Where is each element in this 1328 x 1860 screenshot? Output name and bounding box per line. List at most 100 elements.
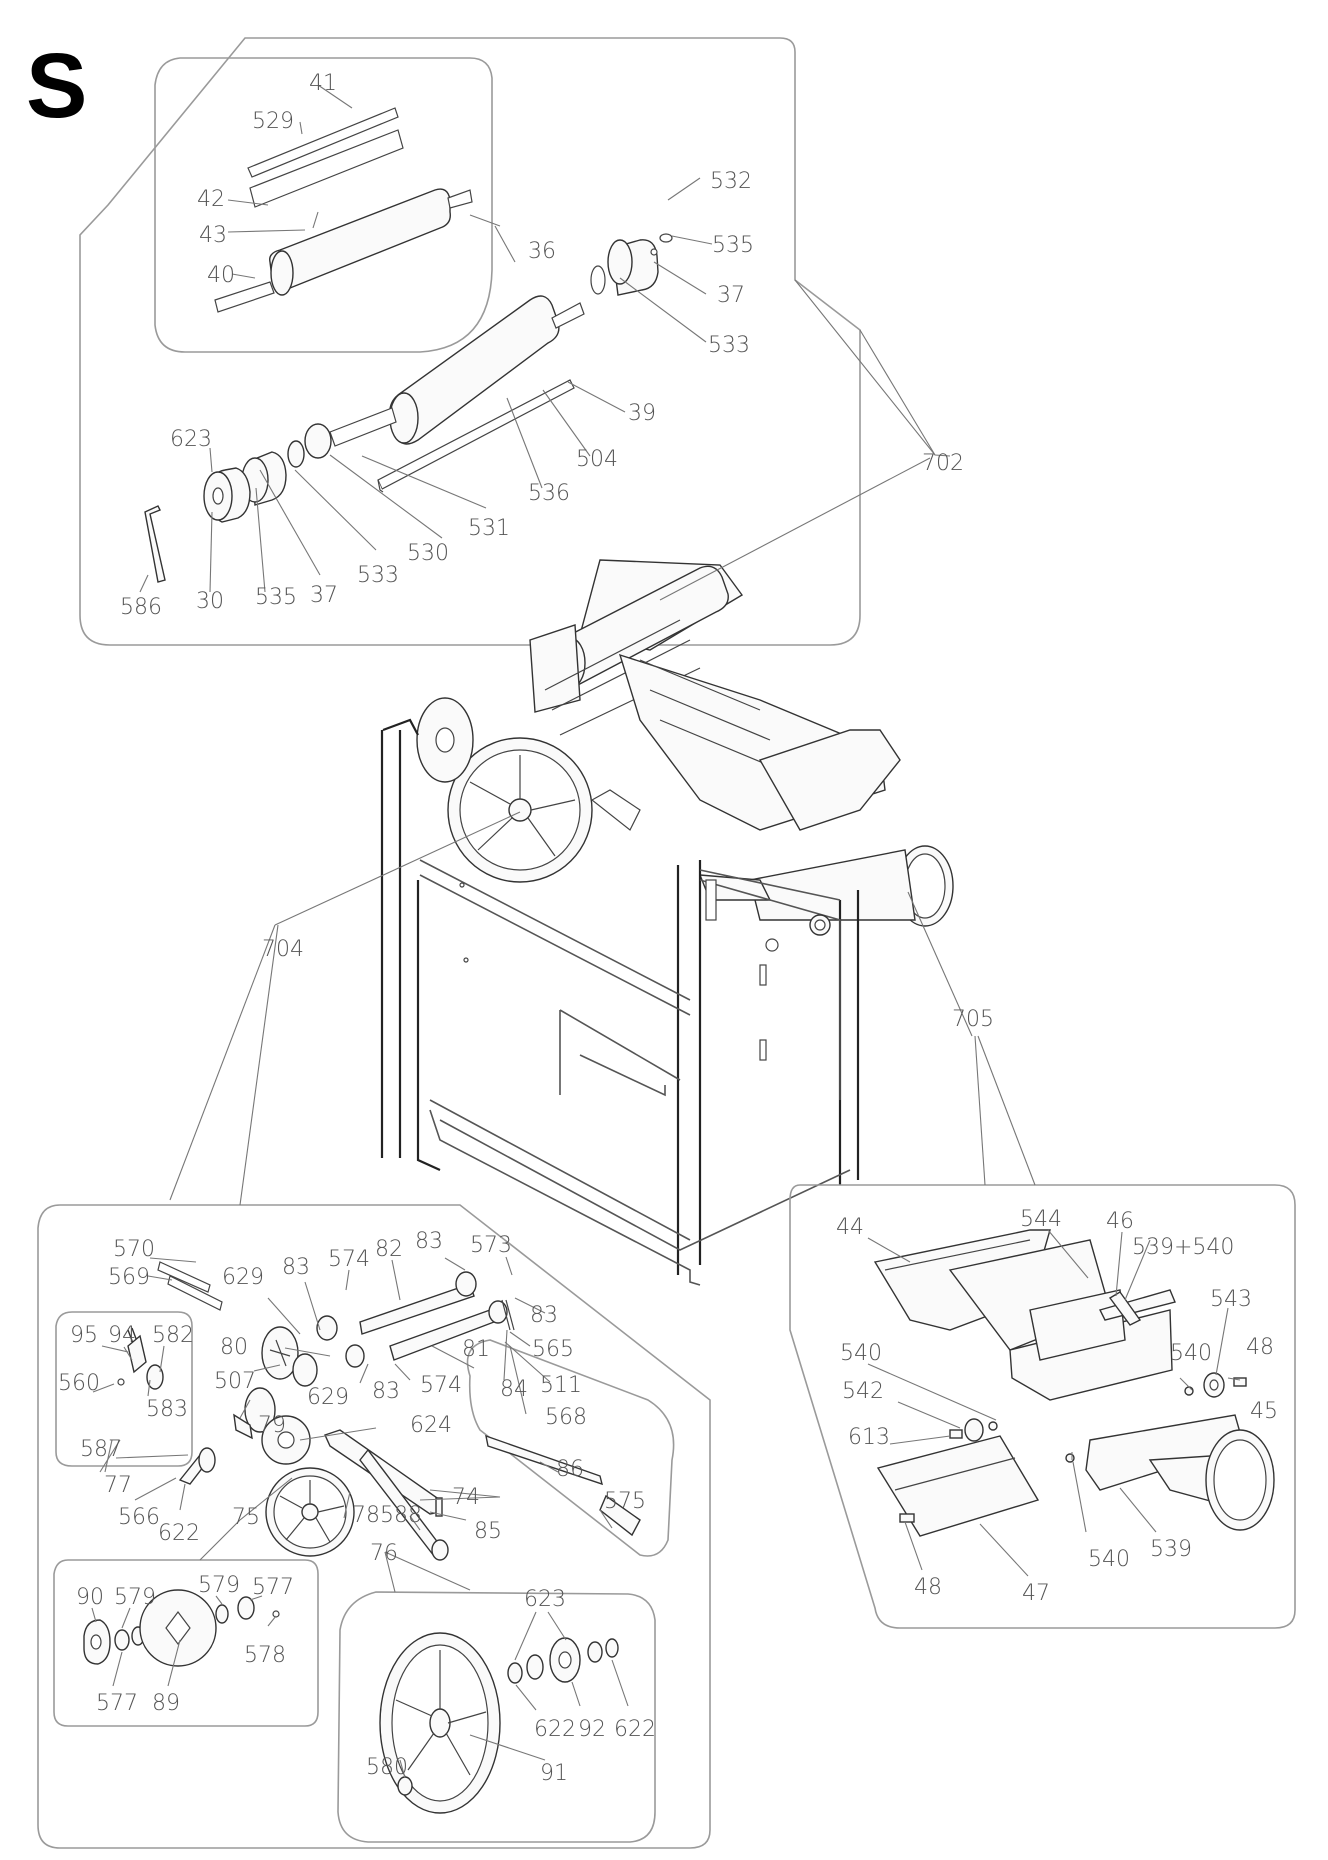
callout-74: 74 bbox=[452, 1485, 480, 1510]
parts-704 bbox=[83, 1261, 641, 1814]
callout-533a: 533 bbox=[708, 333, 750, 358]
dust-hood-frame bbox=[698, 729, 954, 927]
callout-578: 578 bbox=[244, 1643, 286, 1668]
callout-544: 544 bbox=[1020, 1207, 1062, 1232]
bearings-left bbox=[144, 423, 332, 583]
callout-705: 705 bbox=[952, 1007, 994, 1032]
sheet-letter: S bbox=[26, 35, 88, 137]
parts-705 bbox=[873, 1229, 1275, 1537]
callout-83b: 83 bbox=[415, 1229, 443, 1254]
callout-77: 77 bbox=[104, 1473, 132, 1498]
callout-86: 86 bbox=[556, 1457, 584, 1482]
callout-622a: 622 bbox=[158, 1521, 200, 1546]
callout-539-540: 539+540 bbox=[1132, 1235, 1234, 1260]
callout-530: 530 bbox=[407, 541, 449, 566]
callout-76: 76 bbox=[370, 1541, 398, 1566]
callout-48a: 48 bbox=[1246, 1335, 1274, 1360]
callout-82: 82 bbox=[375, 1237, 403, 1262]
callout-37b: 37 bbox=[310, 583, 338, 608]
callout-532: 532 bbox=[710, 169, 752, 194]
callout-37a: 37 bbox=[717, 283, 745, 308]
callout-540a: 540 bbox=[840, 1341, 882, 1366]
callout-75: 75 bbox=[232, 1505, 260, 1530]
callout-529: 529 bbox=[252, 109, 294, 134]
group-702-outline bbox=[79, 37, 861, 646]
callout-540b: 540 bbox=[1170, 1341, 1212, 1366]
callout-533b: 533 bbox=[357, 563, 399, 588]
callout-574a: 574 bbox=[328, 1247, 370, 1272]
callout-89: 89 bbox=[152, 1691, 180, 1716]
callout-583: 583 bbox=[146, 1397, 188, 1422]
callout-42: 42 bbox=[197, 187, 225, 212]
callout-569: 569 bbox=[108, 1265, 150, 1290]
callout-81: 81 bbox=[462, 1337, 490, 1362]
callout-543: 543 bbox=[1210, 1287, 1252, 1312]
callout-79: 79 bbox=[258, 1413, 286, 1438]
callout-83a: 83 bbox=[282, 1255, 310, 1280]
callout-587: 587 bbox=[80, 1437, 122, 1462]
callout-629a: 629 bbox=[222, 1265, 264, 1290]
callout-586: 586 bbox=[120, 595, 162, 620]
callout-48b: 48 bbox=[914, 1575, 942, 1600]
callout-568: 568 bbox=[545, 1405, 587, 1430]
callout-536: 536 bbox=[528, 481, 570, 506]
callout-622c: 622 bbox=[614, 1717, 656, 1742]
callout-535b: 535 bbox=[255, 585, 297, 610]
callout-613: 613 bbox=[848, 1425, 890, 1450]
callout-629b: 629 bbox=[307, 1385, 349, 1410]
bearings-right bbox=[590, 233, 673, 296]
callout-531: 531 bbox=[468, 516, 510, 541]
callout-542: 542 bbox=[842, 1379, 884, 1404]
callout-36: 36 bbox=[528, 239, 556, 264]
callout-539: 539 bbox=[1150, 1537, 1192, 1562]
feed-roller-inset bbox=[214, 107, 473, 313]
callout-624: 624 bbox=[410, 1413, 452, 1438]
callout-92: 92 bbox=[578, 1717, 606, 1742]
callout-573: 573 bbox=[470, 1233, 512, 1258]
callout-95: 95 bbox=[70, 1323, 98, 1348]
callout-577a: 577 bbox=[252, 1575, 294, 1600]
callout-702: 702 bbox=[922, 451, 964, 476]
callout-39: 39 bbox=[628, 401, 656, 426]
callout-47: 47 bbox=[1022, 1581, 1050, 1606]
callout-579a: 579 bbox=[114, 1585, 156, 1610]
callout-574b: 574 bbox=[420, 1373, 462, 1398]
cutter-block-36 bbox=[329, 295, 585, 493]
callout-78: 78 bbox=[352, 1503, 380, 1528]
handwheel-top bbox=[416, 697, 641, 883]
callout-560: 560 bbox=[58, 1371, 100, 1396]
callout-80: 80 bbox=[220, 1335, 248, 1360]
callout-622b: 622 bbox=[534, 1717, 576, 1742]
callout-90: 90 bbox=[76, 1585, 104, 1610]
callout-84: 84 bbox=[500, 1377, 528, 1402]
callout-577b: 577 bbox=[96, 1691, 138, 1716]
machine-stand bbox=[380, 718, 860, 1286]
callout-507: 507 bbox=[214, 1369, 256, 1394]
leader-lines bbox=[91, 84, 1241, 1779]
callout-565: 565 bbox=[532, 1337, 574, 1362]
callout-85: 85 bbox=[474, 1519, 502, 1544]
callout-575: 575 bbox=[604, 1489, 646, 1514]
callout-504: 504 bbox=[576, 447, 618, 472]
callout-91: 91 bbox=[540, 1761, 568, 1786]
callout-94: 94 bbox=[108, 1323, 136, 1348]
group-704-outline bbox=[37, 1204, 711, 1849]
callout-40: 40 bbox=[207, 263, 235, 288]
callout-540c: 540 bbox=[1088, 1547, 1130, 1572]
callout-623b: 623 bbox=[524, 1587, 566, 1612]
callout-579b: 579 bbox=[198, 1573, 240, 1598]
callout-43: 43 bbox=[199, 223, 227, 248]
callout-83d: 83 bbox=[372, 1379, 400, 1404]
callout-588: 588 bbox=[380, 1503, 422, 1528]
callout-44: 44 bbox=[836, 1215, 864, 1240]
callout-45: 45 bbox=[1250, 1399, 1278, 1424]
callout-623a: 623 bbox=[170, 427, 212, 452]
callout-704: 704 bbox=[262, 937, 304, 962]
callout-566: 566 bbox=[118, 1505, 160, 1530]
callout-580: 580 bbox=[366, 1755, 408, 1780]
callout-30: 30 bbox=[196, 589, 224, 614]
callout-535a: 535 bbox=[712, 233, 754, 258]
callout-83c: 83 bbox=[530, 1303, 558, 1328]
